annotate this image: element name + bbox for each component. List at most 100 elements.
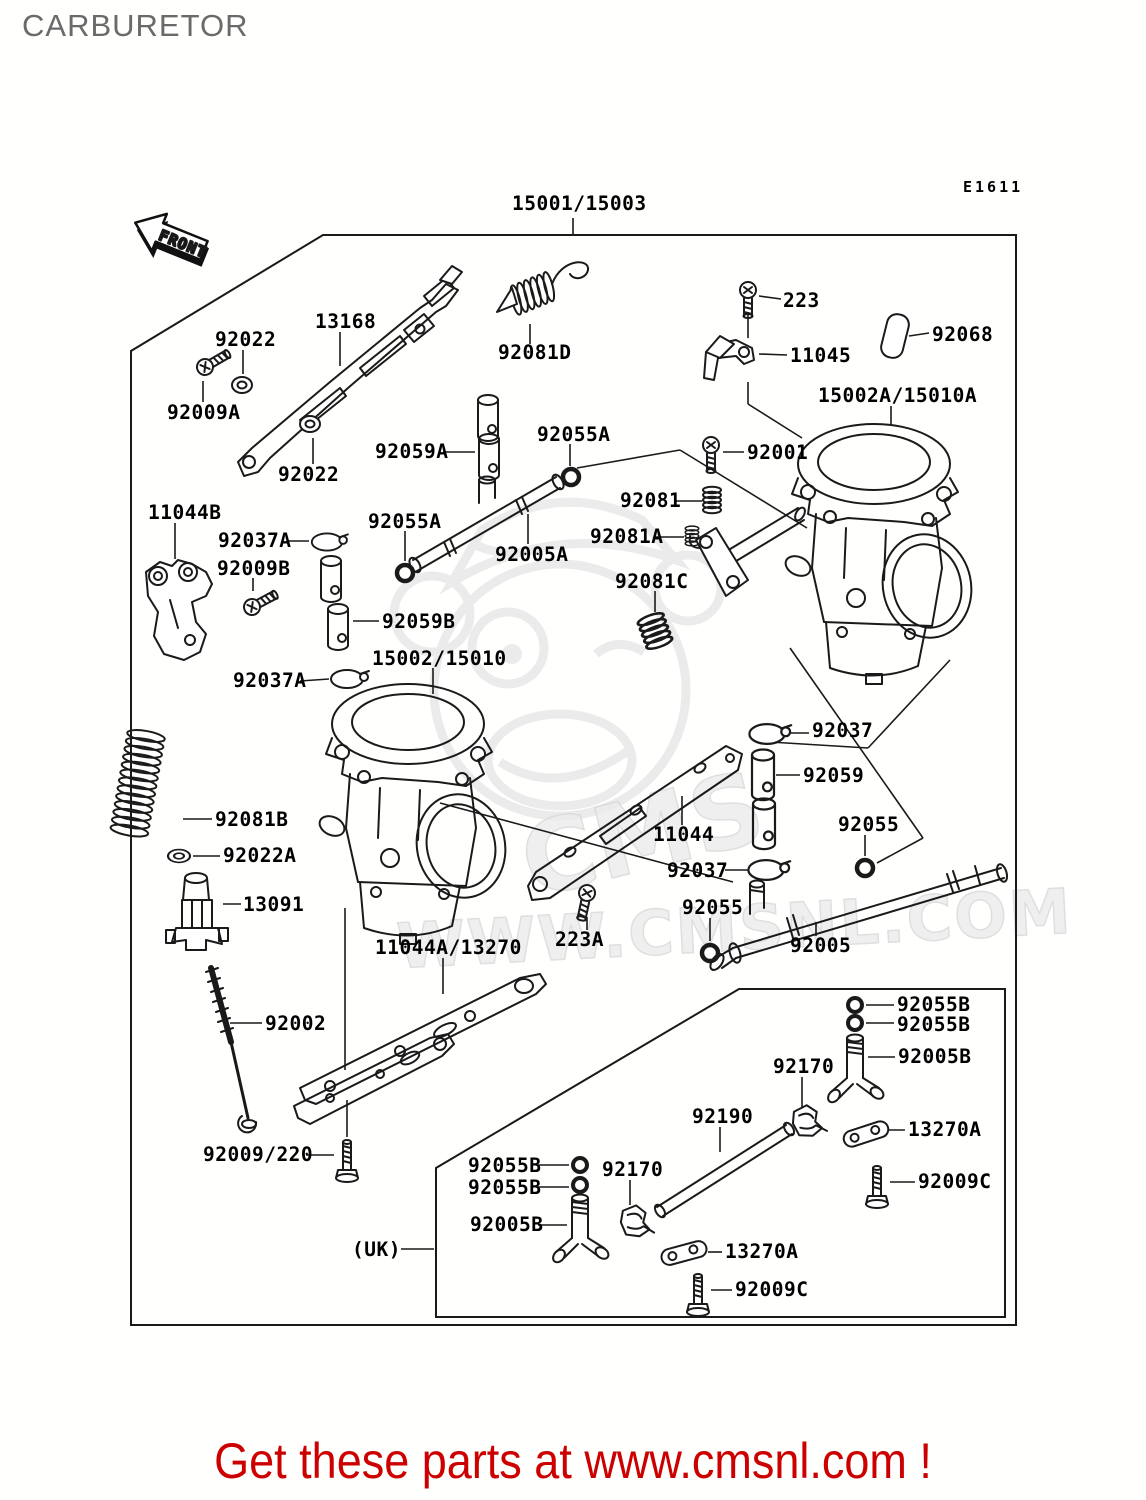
part-drawing-92170-r [788,1100,829,1141]
part-label-92055-a[interactable]: 92055 [838,813,899,836]
part-label-92005A[interactable]: 92005A [495,543,568,566]
diagram-borders [130,234,1017,1326]
part-label-92005B-r[interactable]: 92005B [898,1045,971,1068]
part-label-15001-15003[interactable]: 15001/15003 [512,192,647,215]
part-drawing-92055B-l2 [571,1176,589,1194]
part-label-11044A-13270[interactable]: 11044A/13270 [375,936,522,959]
part-drawing-92002 [205,965,258,1134]
part-labels-layer: 15001/15003 13168 92022 92009A 92022 92081D 22… [148,192,993,1301]
part-label-11044B[interactable]: 11044B [148,501,221,524]
part-drawing-92005B-r [824,1033,887,1106]
part-label-13270A-l[interactable]: 13270A [725,1240,798,1263]
part-drawing-92055A-b [397,565,413,581]
part-label-92005B-l[interactable]: 92005B [470,1213,543,1236]
part-label-92037-b[interactable]: 92037 [667,859,728,882]
part-drawing-92068 [880,313,910,359]
part-drawing-92081 [702,485,722,515]
part-label-92009A[interactable]: 92009A [167,401,240,424]
part-label-92001[interactable]: 92001 [747,441,808,464]
part-label-92081[interactable]: 92081 [620,489,681,512]
part-label-92009C-r[interactable]: 92009C [918,1170,991,1193]
part-label-92059B[interactable]: 92059B [382,610,455,633]
part-label-223A[interactable]: 223A [555,928,604,951]
part-label-92068[interactable]: 92068 [932,323,993,346]
part-label-11044[interactable]: 11044 [653,823,714,846]
part-label-92055A-a[interactable]: 92055A [537,423,610,446]
leader-lines [174,218,951,1291]
part-drawing-92001 [702,436,720,474]
part-drawing-92055B-l1 [571,1156,589,1174]
part-label-92009B[interactable]: 92009B [217,557,290,580]
part-label-92009-220[interactable]: 92009/220 [203,1143,313,1166]
part-drawing-92055B-r2 [846,1014,864,1032]
part-label-92081D[interactable]: 92081D [498,341,571,364]
part-label-223[interactable]: 223 [783,289,820,312]
part-drawing-92190 [653,1121,796,1219]
watermark-logo [389,497,726,821]
part-label-92005[interactable]: 92005 [790,934,851,957]
part-label-92022-a[interactable]: 92022 [215,328,276,351]
part-label-92009C-l[interactable]: 92009C [735,1278,808,1301]
part-label-92170-l[interactable]: 92170 [602,1158,663,1181]
page-title: CARBURETOR [22,8,249,43]
part-label-15002A-15010A[interactable]: 15002A/15010A [818,384,977,407]
part-label-13270A-r[interactable]: 13270A [908,1118,981,1141]
part-drawing-13270A-l [658,1238,710,1268]
part-drawing-92081B [109,729,166,838]
part-label-92081C[interactable]: 92081C [615,570,688,593]
part-label-92055B-l2[interactable]: 92055B [468,1176,541,1199]
part-label-15002-15010[interactable]: 15002/15010 [372,647,507,670]
part-drawing-92037A-b [330,669,370,689]
part-label-92170-r[interactable]: 92170 [773,1055,834,1078]
part-label-92037A-b[interactable]: 92037A [233,669,306,692]
part-label-92059[interactable]: 92059 [803,764,864,787]
part-label-92002[interactable]: 92002 [265,1012,326,1035]
part-label-uk[interactable]: (UK) [352,1238,401,1261]
part-drawing-92059B [320,555,342,603]
part-label-92055B-l1[interactable]: 92055B [468,1154,541,1177]
part-drawing-92009C-l [686,1273,710,1317]
uk-border [435,988,1006,1318]
part-label-11045[interactable]: 11045 [790,344,851,367]
part-label-92022-b[interactable]: 92022 [278,463,339,486]
part-drawing-92022A [166,848,192,864]
part-drawing-92009C-r [865,1165,889,1209]
part-drawing-92009-220 [335,1139,359,1183]
part-label-13091[interactable]: 13091 [243,893,304,916]
part-drawing-13168 [237,265,463,477]
front-arrow: FRONT [134,212,210,267]
part-drawing-92055B-r1 [846,996,864,1014]
part-label-92055B-r1[interactable]: 92055B [897,993,970,1016]
part-drawing-11044 [527,745,743,901]
part-drawing-92081D [496,261,589,316]
part-drawing-92037A-a [310,532,349,552]
main-border [130,234,1017,1326]
part-drawing-92022-b [299,415,321,433]
part-drawing-11044B [145,559,213,661]
part-label-92190[interactable]: 92190 [692,1105,753,1128]
part-label-92081A[interactable]: 92081A [590,525,663,548]
part-drawing-92037-b [747,858,792,882]
part-label-13168[interactable]: 13168 [315,310,376,333]
part-label-92037A-a[interactable]: 92037A [218,529,291,552]
diagram-code: E1611 [963,178,1023,196]
part-label-92022A[interactable]: 92022A [223,844,296,867]
part-label-92059A[interactable]: 92059A [375,440,448,463]
part-drawing-13091 [165,872,229,951]
part-label-92055-b[interactable]: 92055 [682,896,743,919]
part-drawing-223 [739,281,757,319]
part-drawing-92037-a [748,722,793,746]
part-drawing-92055A-a [563,469,579,485]
part-drawing-choke-shaft [688,506,806,597]
part-drawing-92009B [240,585,282,619]
part-label-92055A-b[interactable]: 92055A [368,510,441,533]
part-label-92037-a[interactable]: 92037 [812,719,873,742]
part-label-92055B-r2[interactable]: 92055B [897,1013,970,1036]
part-drawing-13270A-r [840,1118,892,1150]
footer-link[interactable]: Get these parts at www.cmsnl.com ! [214,1433,932,1489]
part-label-92081B[interactable]: 92081B [215,808,288,831]
part-drawing-92005A [408,473,565,574]
part-drawing-carburetor-right [781,423,982,685]
